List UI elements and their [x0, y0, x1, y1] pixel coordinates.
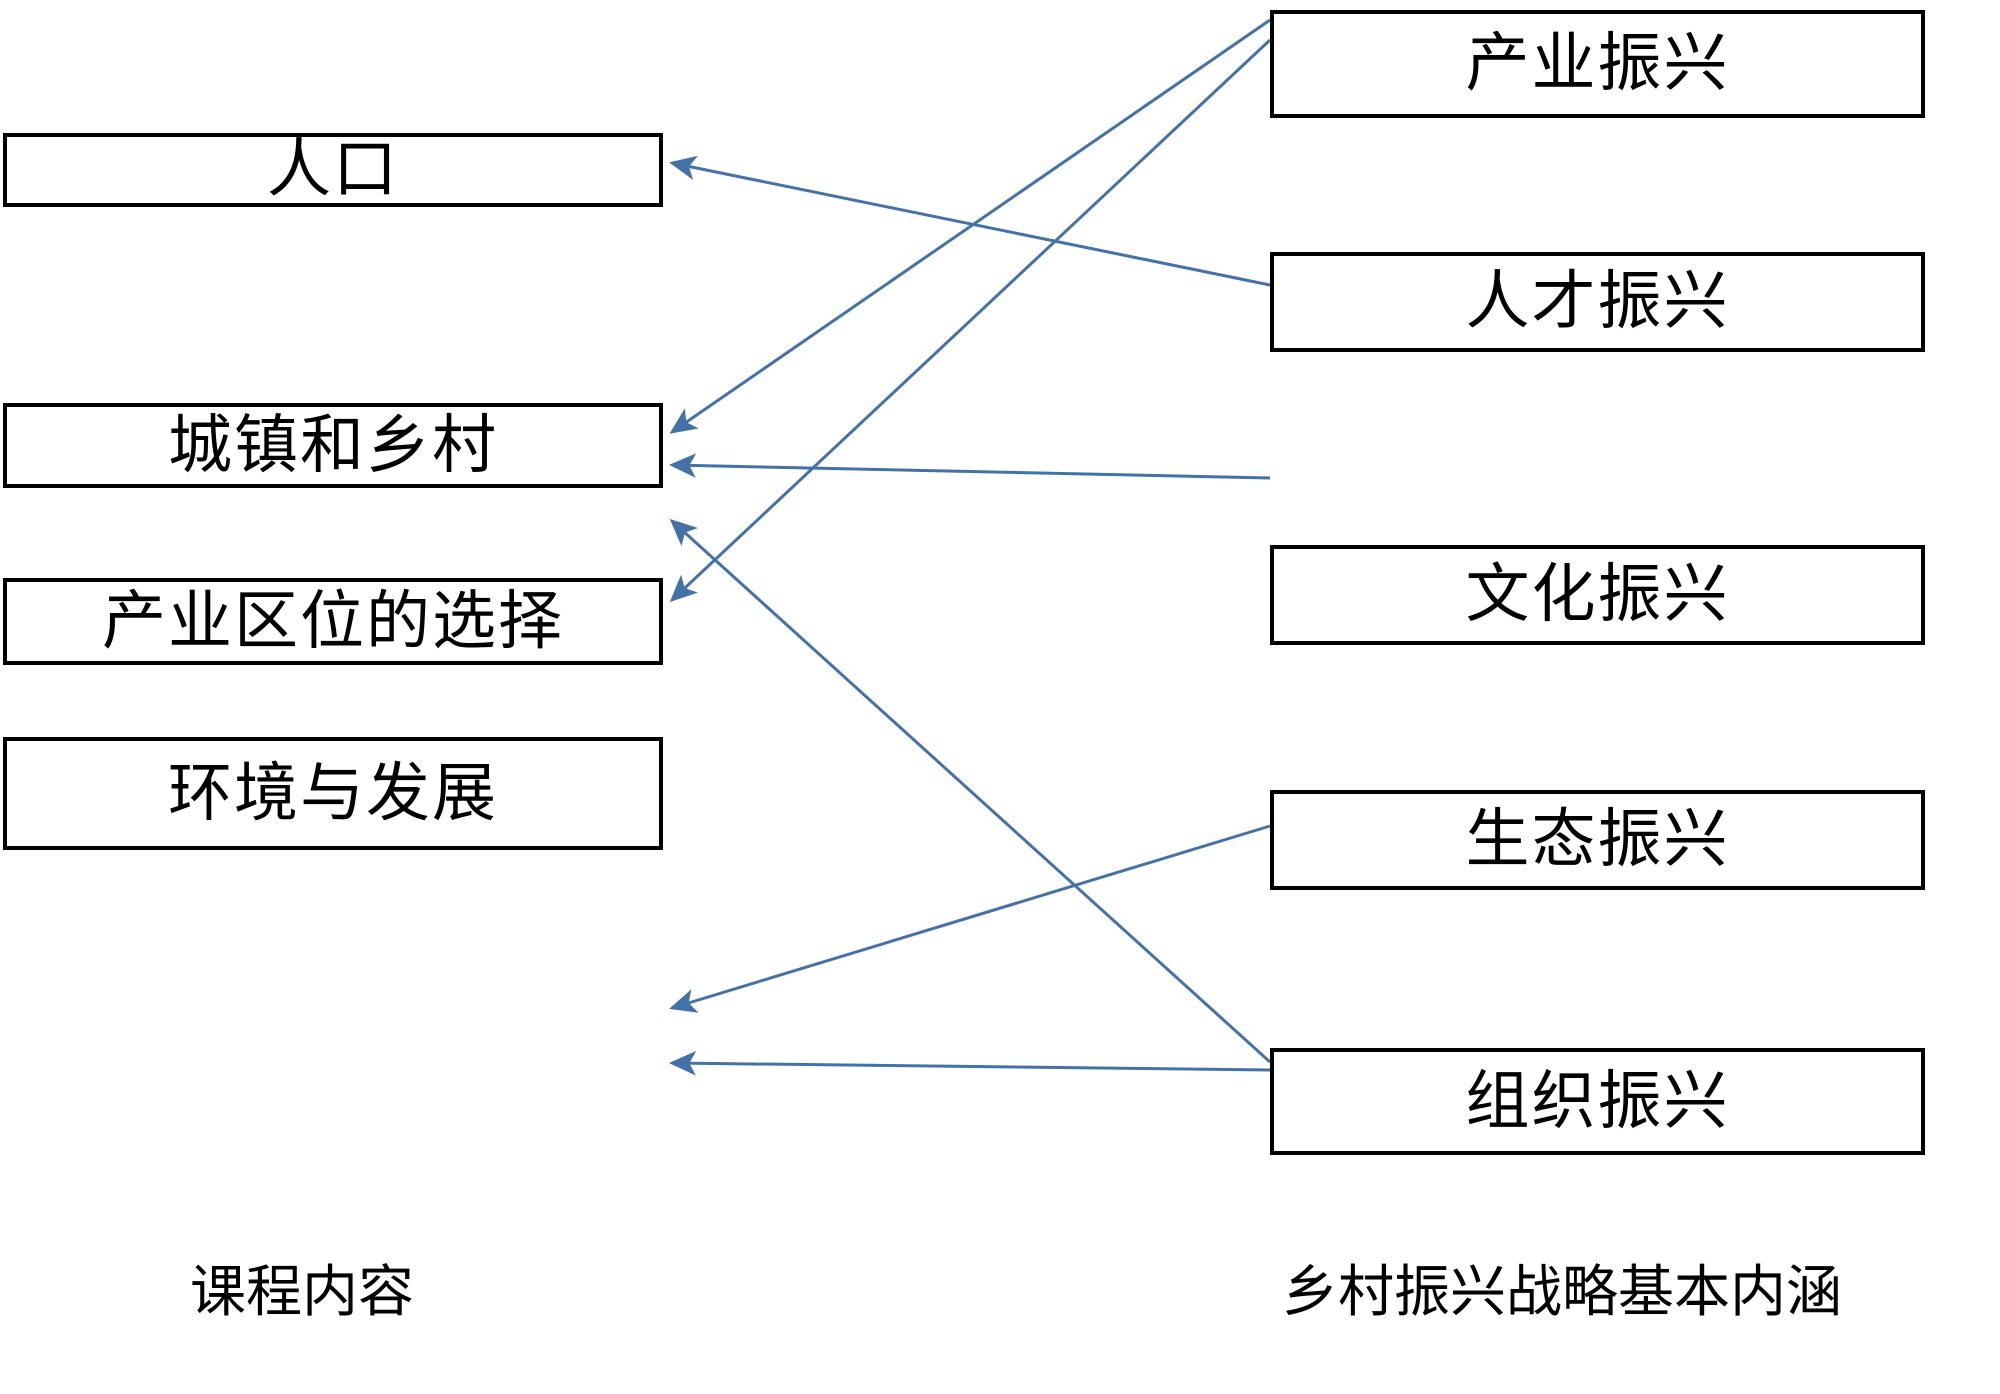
node-industry-location-choice[interactable]: 产业区位的选择 — [3, 578, 663, 665]
node-talent-revitalization[interactable]: 人才振兴 — [1270, 252, 1925, 352]
node-label: 组织振兴 — [1465, 1064, 1730, 1139]
arrow-organization-to-environment — [669, 1050, 1271, 1076]
node-culture-revitalization[interactable]: 文化振兴 — [1270, 545, 1925, 645]
arrow-talent-to-population — [669, 155, 1271, 287]
node-label: 文化振兴 — [1465, 558, 1730, 632]
node-industry-revitalization[interactable]: 产业振兴 — [1270, 10, 1925, 118]
arrow-organization-to-town — [669, 518, 1272, 1064]
arrow-ecology-to-environment — [669, 824, 1271, 1013]
caption-left-column: 课程内容 — [190, 1260, 414, 1325]
node-label: 人口 — [267, 133, 399, 207]
node-ecology-revitalization[interactable]: 生态振兴 — [1270, 790, 1925, 890]
arrow-industry-to-location — [669, 38, 1272, 603]
node-label: 环境与发展 — [168, 756, 498, 831]
node-environment-and-development[interactable]: 环境与发展 — [3, 737, 663, 850]
node-label: 产业区位的选择 — [102, 584, 564, 659]
node-label: 生态振兴 — [1465, 803, 1730, 877]
node-population[interactable]: 人口 — [3, 133, 663, 207]
node-label: 人才振兴 — [1465, 265, 1730, 339]
node-town-and-village[interactable]: 城镇和乡村 — [3, 403, 663, 488]
caption-right-column: 乡村振兴战略基本内涵 — [1282, 1260, 1842, 1325]
node-organization-revitalization[interactable]: 组织振兴 — [1270, 1048, 1925, 1155]
arrow-industry-to-town — [669, 18, 1271, 434]
node-label: 产业振兴 — [1465, 27, 1730, 101]
arrow-culture-to-town — [669, 453, 1271, 480]
arrow-group — [669, 18, 1272, 1076]
node-label: 城镇和乡村 — [168, 408, 498, 483]
